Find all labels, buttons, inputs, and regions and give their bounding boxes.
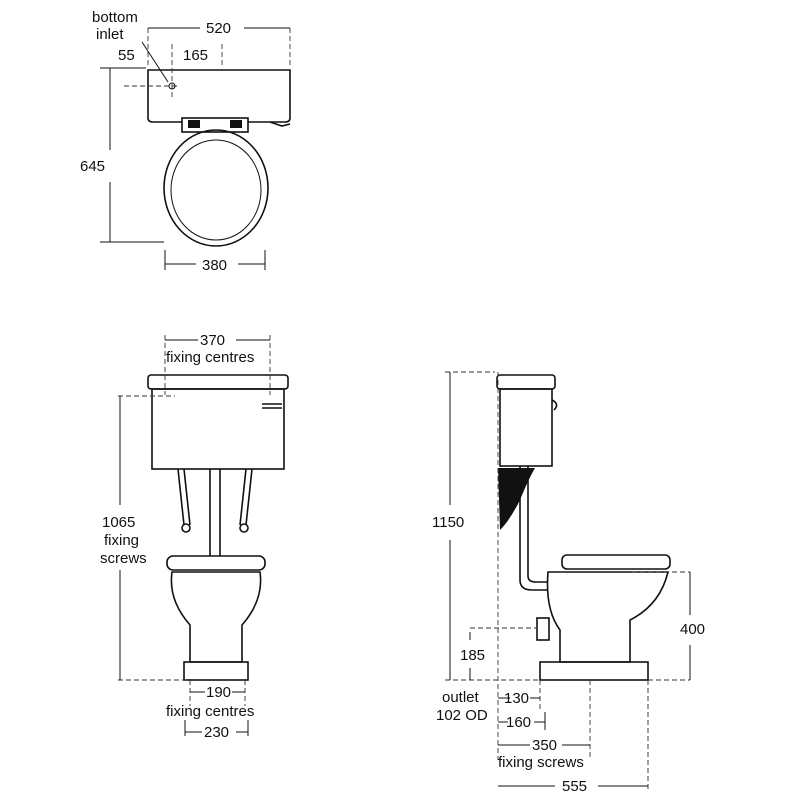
side-cistern	[499, 388, 553, 467]
side-flush-pipe	[519, 466, 548, 591]
side-bowl	[546, 571, 670, 663]
bottom-inlet-label-2: inlet	[96, 26, 124, 43]
front-base	[183, 661, 249, 681]
front-brackets	[177, 468, 253, 526]
side-seat	[561, 554, 671, 570]
front-dimension-lines	[119, 339, 270, 736]
front-flush-pipe	[209, 469, 221, 556]
fixing-screws-label: fixing screws	[498, 754, 584, 771]
plan-dimension-lines	[100, 27, 290, 270]
inlet-marker	[168, 82, 176, 90]
side-base	[539, 661, 649, 681]
plan-depth-label: 645	[80, 158, 105, 175]
side-guide-lines	[445, 371, 690, 790]
front-height-label-fixing: fixing	[104, 532, 139, 549]
inlet-offset-label: 165	[183, 47, 208, 64]
outlet-depth-160-label: 160	[506, 714, 531, 731]
front-view: 370 fixing centres 1065 fixing screws 19…	[100, 332, 289, 741]
front-lever	[262, 403, 282, 409]
front-bowl	[170, 571, 262, 663]
front-height-label: 1065	[102, 514, 135, 531]
overall-depth-label: 555	[562, 778, 587, 795]
side-cistern-lid	[496, 374, 556, 390]
front-cistern	[151, 388, 285, 470]
inlet-leader	[141, 41, 169, 83]
seat-width-label: 380	[202, 257, 227, 274]
front-bracket-screw-right	[239, 523, 249, 533]
base-fixing-label: 190	[206, 684, 231, 701]
base-fixing-centres-label: fixing centres	[166, 703, 254, 720]
outlet-depth-130-label: 130	[504, 690, 529, 707]
outlet-height-label: 185	[460, 647, 485, 664]
plan-hinge-left	[188, 120, 200, 128]
front-cistern-lid	[147, 374, 289, 390]
bottom-inlet-label-1: bottom	[92, 9, 138, 26]
front-bracket-screw-left	[181, 523, 191, 533]
front-height-label-screws: screws	[100, 550, 147, 567]
front-seat	[166, 555, 266, 571]
fixing-depth-label: 350	[532, 737, 557, 754]
plan-seat-outer	[163, 129, 269, 247]
front-guide-lines	[118, 335, 271, 706]
plan-hinge-right	[230, 120, 242, 128]
plan-seat-inner	[170, 139, 262, 241]
plan-lever	[269, 121, 291, 127]
side-height-label: 1150	[432, 514, 464, 531]
seat-height-label: 400	[680, 621, 705, 638]
side-view: 1150 400 185 outlet 102 OD 130 160 350 f…	[432, 371, 705, 795]
plan-view: bottom inlet 520 55 165 645 380	[80, 9, 291, 274]
front-fixing-label: fixing centres	[166, 349, 254, 366]
outlet-label: outlet	[442, 689, 480, 706]
side-dimension-lines	[449, 372, 691, 787]
plan-cistern	[147, 69, 291, 123]
side-outlet	[536, 617, 550, 641]
front-fixing-width-label: 370	[200, 332, 225, 349]
plan-guide-lines	[124, 28, 291, 100]
side-bracket	[498, 468, 535, 530]
side-lever	[551, 399, 558, 411]
plan-width-label: 520	[206, 20, 231, 37]
base-width-label: 230	[204, 724, 229, 741]
outlet-od-label: 102 OD	[436, 707, 488, 724]
inlet-side-label: 55	[118, 47, 135, 64]
